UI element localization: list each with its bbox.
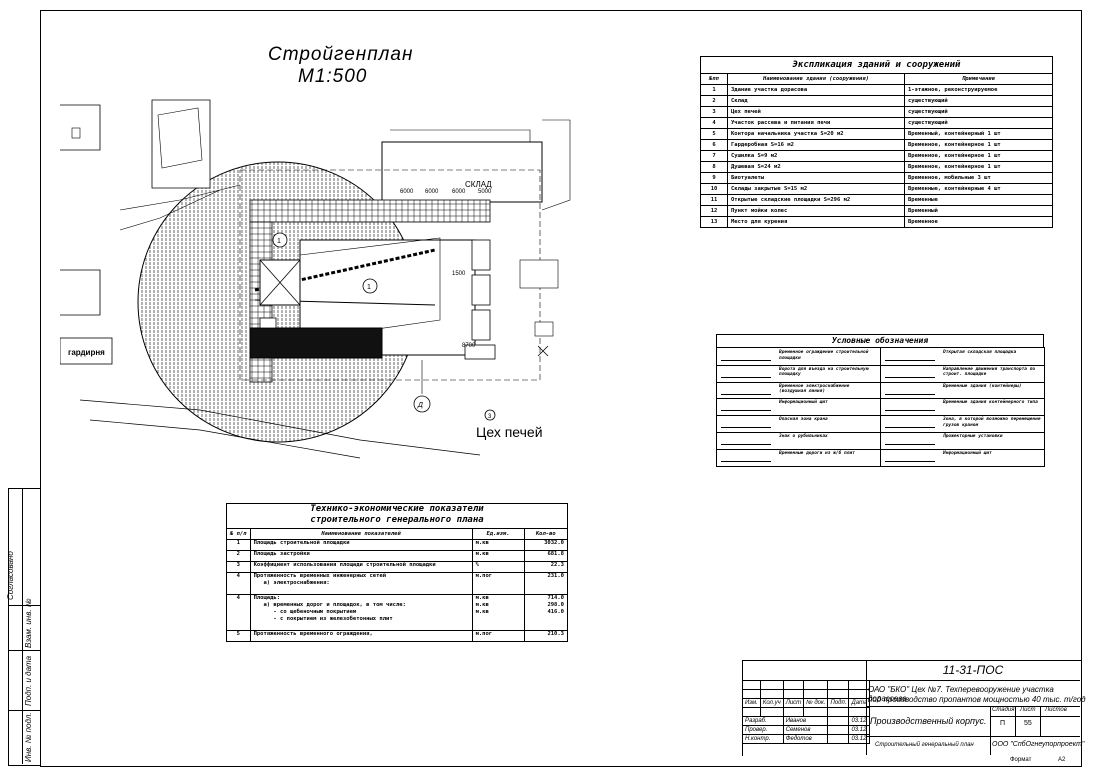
legend-symbol — [885, 420, 935, 429]
legend-symbol — [721, 437, 771, 445]
explication-table: №пп Наименование здания (сооружения) При… — [700, 73, 1053, 228]
legend-symbol — [885, 454, 935, 462]
explication-title: Экспликация зданий и сооружений — [700, 56, 1053, 74]
site-plan-drawing: гардирня СКЛАД 1 1 Д 6000 6000 — [60, 99, 571, 459]
legend-label: Временное электроснабжение (воздушная ли… — [779, 383, 850, 395]
plan-scale: М1:500 — [298, 66, 368, 87]
stage-value: П — [1000, 720, 1006, 727]
org-line1: ОАО "БКО" Цех №7. Техперевооружение учас… — [868, 685, 1054, 703]
legend-label: Временные дороги из ж/б плит — [779, 450, 855, 456]
svg-text:5000: 5000 — [478, 189, 492, 195]
plan-label-ceh: Цех печей — [476, 424, 543, 440]
diagonal-building — [151, 99, 211, 189]
main-building — [299, 239, 476, 356]
legend-box: Временное ограждение строительной площад… — [716, 347, 1045, 467]
legend-label: Временные здания (контейнеры) — [943, 383, 1022, 389]
sheet-name: Строительный генеральный план — [875, 742, 974, 748]
legend-symbol — [885, 387, 935, 395]
svg-text:6000: 6000 — [425, 189, 439, 195]
building-name: Производственный корпус. — [870, 716, 987, 726]
svg-text:8700: 8700 — [462, 343, 476, 349]
svg-text:3: 3 — [488, 414, 492, 420]
doc-code: 11-31-ПОС — [942, 663, 1004, 677]
legend-label: Информационный щит — [943, 450, 992, 456]
tep-title-line2: строительного генерального плана — [310, 515, 484, 525]
side-inv-sub: Взам. инв. № — [24, 598, 33, 648]
side-sign-date: Подп. и дата — [24, 655, 33, 706]
org-line2: под производство пропантов мощностью 40 … — [868, 695, 1086, 704]
legend-label: Временные здания контейнерного типа — [943, 400, 1038, 406]
warehouse-sklad — [381, 141, 543, 203]
tep-title-line1: Технико-экономические показатели — [310, 504, 484, 514]
legend-label: Открытая складская площадка — [943, 350, 1017, 355]
tep-title: Технико-экономические показатели строите… — [226, 503, 568, 529]
legend-label: Прожекторные установки — [943, 434, 1003, 439]
legend-symbol — [885, 437, 935, 445]
format-label: Формат — [1010, 757, 1032, 763]
svg-text:Д: Д — [417, 402, 423, 409]
legend-label: Зона, в которой возможно перемещение гру… — [943, 417, 1041, 428]
legend-symbol — [721, 370, 771, 378]
tep-table: № п/п Наименование показателей Ед.изм. К… — [226, 528, 569, 642]
legend-symbol — [885, 403, 935, 412]
svg-text:1: 1 — [277, 238, 281, 245]
side-strip — [8, 488, 41, 766]
legend-label: Знак о рубильниках — [779, 434, 828, 439]
legend-symbol — [885, 370, 935, 378]
legend-symbol — [885, 353, 935, 361]
legend-label: Информационный щит — [779, 400, 828, 406]
svg-text:СКЛАД: СКЛАД — [465, 180, 492, 189]
side-inv-orig: Инв. № подл. — [24, 712, 33, 762]
temporary-containers — [464, 239, 496, 360]
format-value: А2 — [1058, 757, 1066, 763]
legend-symbol — [721, 420, 771, 429]
existing-building-left — [60, 104, 101, 151]
legend-title: Условные обозначения — [716, 334, 1044, 348]
temporary-road-plates — [249, 199, 491, 223]
svg-text:6000: 6000 — [400, 189, 414, 195]
open-storage-area — [249, 327, 383, 359]
side-agreed: Согласовано — [6, 551, 15, 600]
plan-title: Стройгенплан — [268, 44, 414, 65]
plan-label-building: гардирня — [68, 348, 105, 357]
legend-symbol — [721, 353, 771, 361]
svg-text:6000: 6000 — [452, 189, 466, 195]
legend-label: Направление движения транспорта по строи… — [943, 366, 1036, 378]
legend-label: Временное ограждение строительной площад… — [779, 350, 869, 361]
svg-text:1: 1 — [367, 284, 371, 291]
legend-symbol — [721, 387, 771, 395]
legend-symbol — [721, 454, 771, 462]
sheet-value: 55 — [1024, 720, 1032, 727]
svg-text:1500: 1500 — [452, 271, 466, 277]
legend-symbol — [721, 403, 771, 412]
temporary-fence — [239, 169, 541, 381]
legend-label: Ворота для въезда на строительную площад… — [779, 366, 869, 378]
sheet-frame — [40, 10, 1082, 767]
legend-label: Опасная зона крана — [779, 417, 828, 423]
company-name: ООО "СпбОгнеупорпроект" — [992, 741, 1085, 748]
